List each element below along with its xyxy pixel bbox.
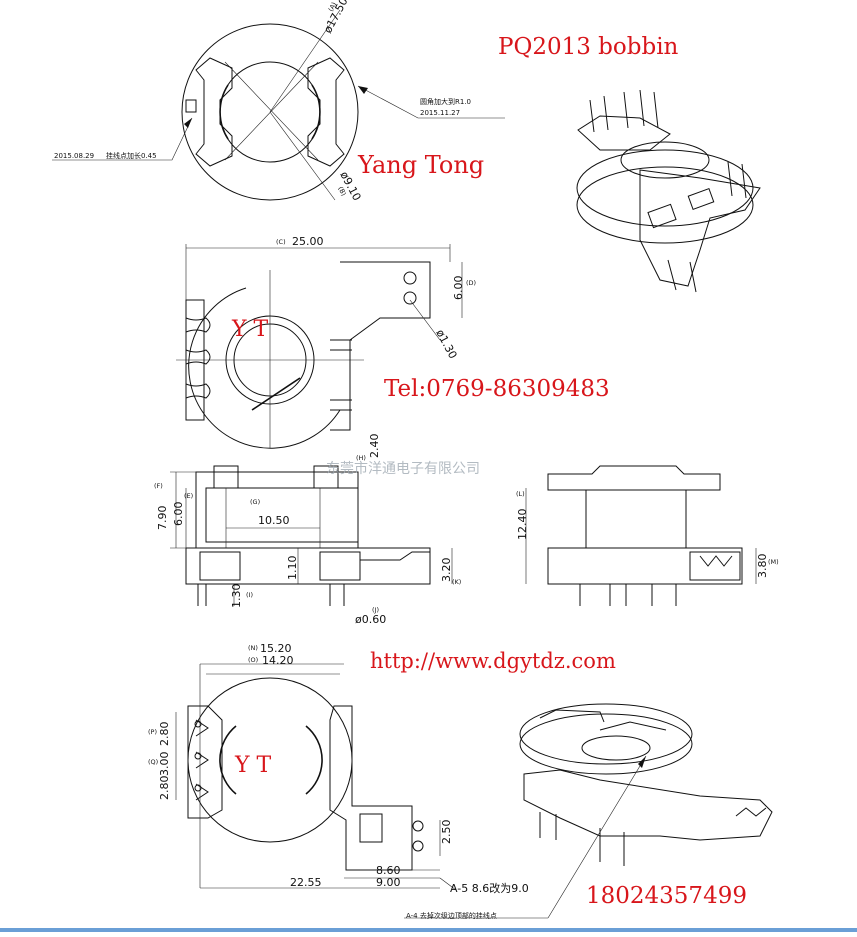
dim-G-value: 10.50 bbox=[258, 514, 290, 527]
website: http://www.dgytdz.com bbox=[370, 649, 616, 673]
dim-hole-value: ø1.30 bbox=[433, 327, 459, 361]
dim-total-value: 22.55 bbox=[290, 876, 322, 889]
company-cn: 东莞市洋通电子有限公司 bbox=[326, 460, 480, 477]
dim-C-label: (C) bbox=[276, 238, 286, 246]
dim-I-label: (I) bbox=[246, 591, 253, 599]
dim-P-value: 2.80 bbox=[158, 722, 171, 747]
dim-Q-value: 3.00 bbox=[158, 752, 171, 777]
dim-N-value: 15.20 bbox=[260, 642, 292, 655]
phone: Tel:0769-86309483 bbox=[384, 376, 610, 402]
revision-a5: A-5 8.6改为9.0 bbox=[450, 881, 529, 895]
dim-E-value: 6.00 bbox=[172, 502, 185, 527]
dim-G-label: (G) bbox=[250, 498, 260, 506]
bottom-view bbox=[175, 663, 457, 891]
dim-N-label: (N) bbox=[248, 644, 258, 652]
dim-F-value: 7.90 bbox=[156, 506, 169, 531]
top-view-revision bbox=[52, 9, 505, 201]
plan-view bbox=[176, 244, 463, 449]
dim-base-value: 1.10 bbox=[286, 556, 299, 581]
dim-M-value: 3.80 bbox=[756, 554, 769, 579]
title: PQ2013 bobbin bbox=[498, 34, 679, 60]
dim-A-label: (A) bbox=[327, 1, 339, 13]
dim-Q-label: (Q) bbox=[148, 758, 158, 766]
dim-P-label: (P) bbox=[148, 728, 157, 736]
dim-H-value: 2.40 bbox=[368, 434, 381, 459]
dim-A-value: ø17.50 bbox=[321, 0, 350, 35]
mobile: 18024357499 bbox=[586, 883, 747, 909]
dim-B-label: (B) bbox=[336, 185, 348, 197]
dim-O-label: (O) bbox=[248, 656, 258, 664]
logo-yt-2: Y T bbox=[234, 753, 272, 778]
dim-J-value: ø0.60 bbox=[355, 613, 386, 626]
dim-K-label: (K) bbox=[452, 578, 461, 586]
dim-F-label: (F) bbox=[154, 482, 163, 490]
revision-r2-date: 2015.08.29 bbox=[54, 152, 94, 160]
dim-pitch-value: 2.50 bbox=[440, 820, 453, 845]
company-en: Yang Tong bbox=[357, 151, 484, 179]
dim-K-value: 3.20 bbox=[440, 558, 453, 583]
dim-R-value: 2.80 bbox=[158, 776, 171, 801]
bobbin-3d-view-bottom bbox=[404, 703, 773, 919]
dim-L-label: (L) bbox=[516, 490, 525, 498]
bobbin-3d-view-top bbox=[576, 89, 761, 293]
revision-a4: A-4 去掉次级边顶部的挂线点 bbox=[406, 911, 497, 920]
dim-H-label: (H) bbox=[356, 454, 366, 462]
revision-r1: 圆角加大到R1.0 bbox=[420, 97, 471, 106]
logo-yt-1: Y T bbox=[231, 317, 269, 342]
front-elevation bbox=[170, 465, 453, 606]
dim-w2-value: 9.00 bbox=[376, 876, 401, 889]
dim-M-label: (M) bbox=[768, 558, 779, 566]
revision-r2-text: 挂线点加长0.45 bbox=[106, 151, 157, 160]
dim-w1-value: 8.60 bbox=[376, 864, 401, 877]
revision-r1-date: 2015.11.27 bbox=[420, 109, 460, 117]
dim-L-value: 12.40 bbox=[516, 509, 529, 541]
dim-O-value: 14.20 bbox=[262, 654, 294, 667]
dim-J-label: (J) bbox=[372, 606, 379, 614]
side-elevation bbox=[525, 465, 757, 606]
dim-I-value: 1.30 bbox=[230, 584, 243, 609]
dim-C-value: 25.00 bbox=[292, 235, 324, 248]
dim-D-label: (D) bbox=[466, 279, 476, 287]
window-bottom-border bbox=[0, 928, 857, 932]
dim-D-value: 6.00 bbox=[452, 276, 465, 301]
dim-E-label: (E) bbox=[184, 492, 193, 500]
